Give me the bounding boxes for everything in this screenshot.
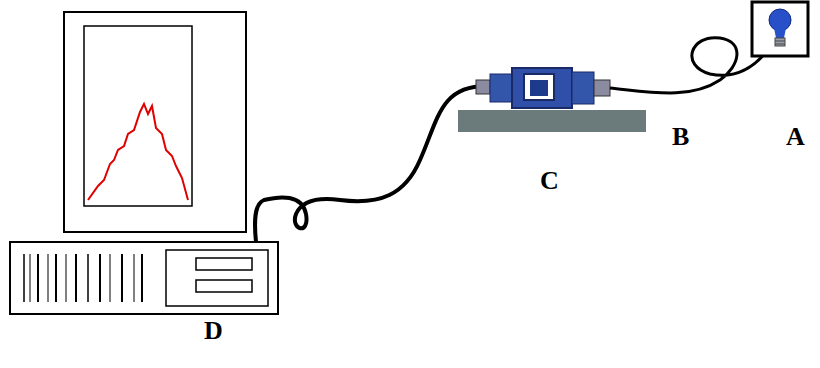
bulb-base (775, 38, 785, 46)
connector (476, 80, 490, 94)
cable (255, 86, 486, 242)
bulb-neck (774, 28, 786, 38)
device-end (572, 72, 594, 104)
device-end (490, 74, 512, 102)
spectrum-curve (88, 104, 188, 200)
part-letter: A (786, 124, 805, 150)
bulb-thread (775, 44, 785, 45)
bulb-thread (775, 41, 785, 42)
monitor (64, 12, 246, 232)
part-letter: D (204, 318, 223, 344)
part-letter: B (672, 124, 689, 150)
spectrometer (512, 68, 572, 108)
computer-base (10, 242, 278, 314)
lamp-housing (752, 2, 808, 56)
bench-plate (458, 110, 646, 132)
device-window (524, 74, 554, 100)
vent-slots (24, 254, 142, 302)
drive-slot (196, 280, 252, 292)
bulb (769, 9, 791, 31)
drive-bay (166, 250, 268, 306)
screen (84, 26, 192, 206)
drive-slot (196, 258, 252, 270)
connector (594, 80, 610, 96)
device-window-inner (530, 80, 548, 96)
part-letter: C (540, 168, 559, 194)
